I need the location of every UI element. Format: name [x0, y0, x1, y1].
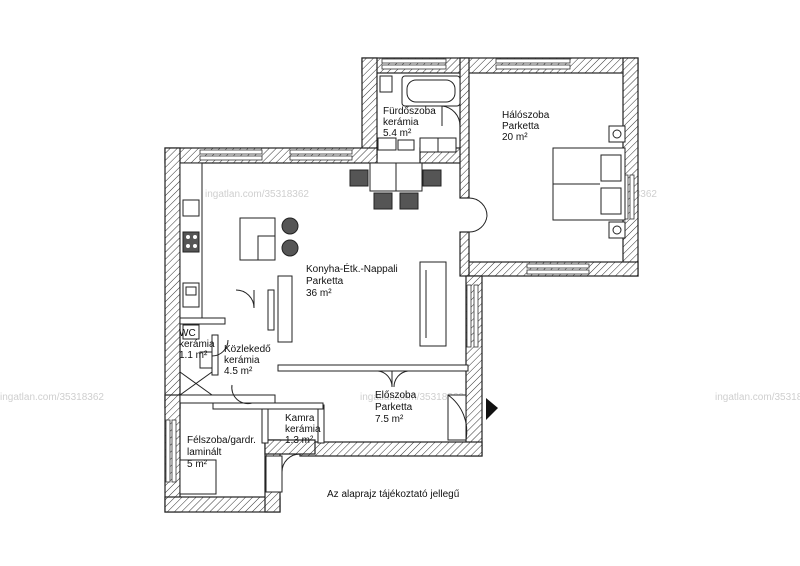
svg-text:laminált: laminált	[187, 447, 222, 458]
svg-text:Közlekedő: Közlekedő	[224, 344, 271, 355]
svg-text:36 m²: 36 m²	[306, 288, 332, 299]
svg-text:20 m²: 20 m²	[502, 132, 528, 143]
room-label-furdoszoba: Fürdőszoba kerámia 5.4 m²	[383, 106, 436, 139]
svg-text:Félszoba/gardr.: Félszoba/gardr.	[187, 435, 256, 446]
sofa	[419, 261, 447, 347]
svg-text:Fürdőszoba: Fürdőszoba	[383, 106, 436, 117]
disclaimer-note: Az alaprajz tájékoztató jellegű	[327, 489, 460, 500]
watermark-mid: ingatlan.com/35318362	[360, 392, 464, 403]
entrance-arrow	[486, 398, 498, 420]
svg-text:WC: WC	[179, 328, 196, 339]
bathtub	[401, 75, 461, 107]
svg-text:Parketta: Parketta	[375, 402, 413, 413]
svg-text:Parketta: Parketta	[502, 121, 540, 132]
svg-text:kerámia: kerámia	[179, 339, 215, 350]
room-label-haloszoba: Hálószoba Parketta 20 m²	[502, 110, 550, 143]
svg-text:Kamra: Kamra	[285, 413, 315, 424]
room-label-eloszoba: Előszoba Parketta 7.5 m²	[375, 390, 417, 425]
svg-text:kerámia: kerámia	[383, 117, 419, 128]
svg-text:5 m²: 5 m²	[187, 459, 208, 470]
svg-text:7.5 m²: 7.5 m²	[375, 414, 404, 425]
watermark-top-left: ingatlan.com/35318362	[205, 189, 309, 200]
room-label-kamra: Kamra kerámia 1.3 m²	[285, 413, 321, 446]
svg-text:1.3 m²: 1.3 m²	[285, 435, 314, 446]
room-label-kozlekedo: Közlekedő kerámia 4.5 m²	[224, 344, 271, 377]
svg-text:kerámia: kerámia	[285, 424, 321, 435]
svg-text:kerámia: kerámia	[224, 355, 260, 366]
watermark-left: ingatlan.com/35318362	[0, 392, 104, 403]
svg-text:Előszoba: Előszoba	[375, 390, 417, 401]
svg-text:5.4 m²: 5.4 m²	[383, 128, 412, 139]
furniture	[179, 75, 626, 495]
windows	[165, 58, 635, 483]
room-label-wc: WC kerámia 1.1 m²	[179, 328, 215, 361]
svg-text:Konyha-Étk.-Nappali: Konyha-Étk.-Nappali	[306, 262, 398, 275]
room-label-konyha-nappali: Konyha-Étk.-Nappali Parketta 36 m²	[306, 262, 398, 299]
wardrobe	[179, 459, 217, 495]
svg-text:Hálószoba: Hálószoba	[502, 110, 550, 121]
svg-text:1.1 m²: 1.1 m²	[179, 350, 208, 361]
room-labels: Fürdőszoba kerámia 5.4 m² Hálószoba Park…	[179, 106, 550, 470]
svg-text:Parketta: Parketta	[306, 276, 344, 287]
watermark-right: ingatlan.com/35318362	[715, 392, 800, 403]
room-label-felszoba: Félszoba/gardr. laminált 5 m²	[187, 435, 256, 470]
svg-text:4.5 m²: 4.5 m²	[224, 366, 253, 377]
